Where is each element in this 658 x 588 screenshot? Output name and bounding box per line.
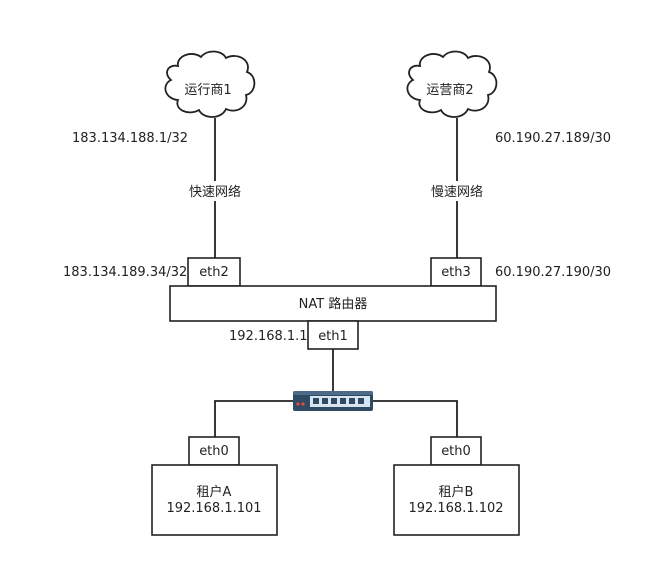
router-eth3-label: eth3 <box>441 265 471 280</box>
nat-router-label: NAT 路由器 <box>299 296 368 312</box>
eth3-address: 60.190.27.190/30 <box>495 265 611 280</box>
link-label-bg-left <box>186 181 244 201</box>
tenant-b-eth0-label: eth0 <box>441 444 471 459</box>
slow-network-label: 慢速网络 <box>431 184 483 200</box>
cloud-isp2: 运营商2 <box>406 50 498 118</box>
tenant-a-name: 租户A <box>197 484 232 500</box>
tenant-a-eth0-port <box>188 436 240 466</box>
nat-router <box>169 285 497 322</box>
switch-icon <box>293 391 373 411</box>
link-label-bg-right <box>428 181 486 201</box>
tenant-b <box>393 464 520 536</box>
tenant-a <box>151 464 278 536</box>
fast-network-label: 快速网络 <box>189 184 241 200</box>
tenant-a-ip: 192.168.1.101 <box>166 501 261 516</box>
isp1-address: 183.134.188.1/32 <box>72 131 188 146</box>
tenant-b-ip: 192.168.1.102 <box>408 501 503 516</box>
tenant-b-name: 租户B <box>439 484 474 500</box>
router-eth2-port <box>187 257 241 287</box>
isp2-address: 60.190.27.189/30 <box>495 131 611 146</box>
router-eth3-port <box>430 257 482 287</box>
tenant-a-eth0-label: eth0 <box>199 444 229 459</box>
tenant-b-eth0-port <box>430 436 482 466</box>
eth1-address: 192.168.1.1 <box>229 329 308 344</box>
cloud-isp1: 运行商1 <box>164 50 256 118</box>
cloud-isp1-label: 运行商1 <box>184 83 231 98</box>
cloud-isp2-label: 运营商2 <box>426 83 473 98</box>
router-eth2-label: eth2 <box>199 265 229 280</box>
router-eth1-port <box>307 320 359 350</box>
link-switch-tenant-b <box>372 400 458 437</box>
link-switch-tenant-a <box>214 400 294 437</box>
eth2-address: 183.134.189.34/32 <box>63 265 187 280</box>
router-eth1-label: eth1 <box>318 329 348 344</box>
